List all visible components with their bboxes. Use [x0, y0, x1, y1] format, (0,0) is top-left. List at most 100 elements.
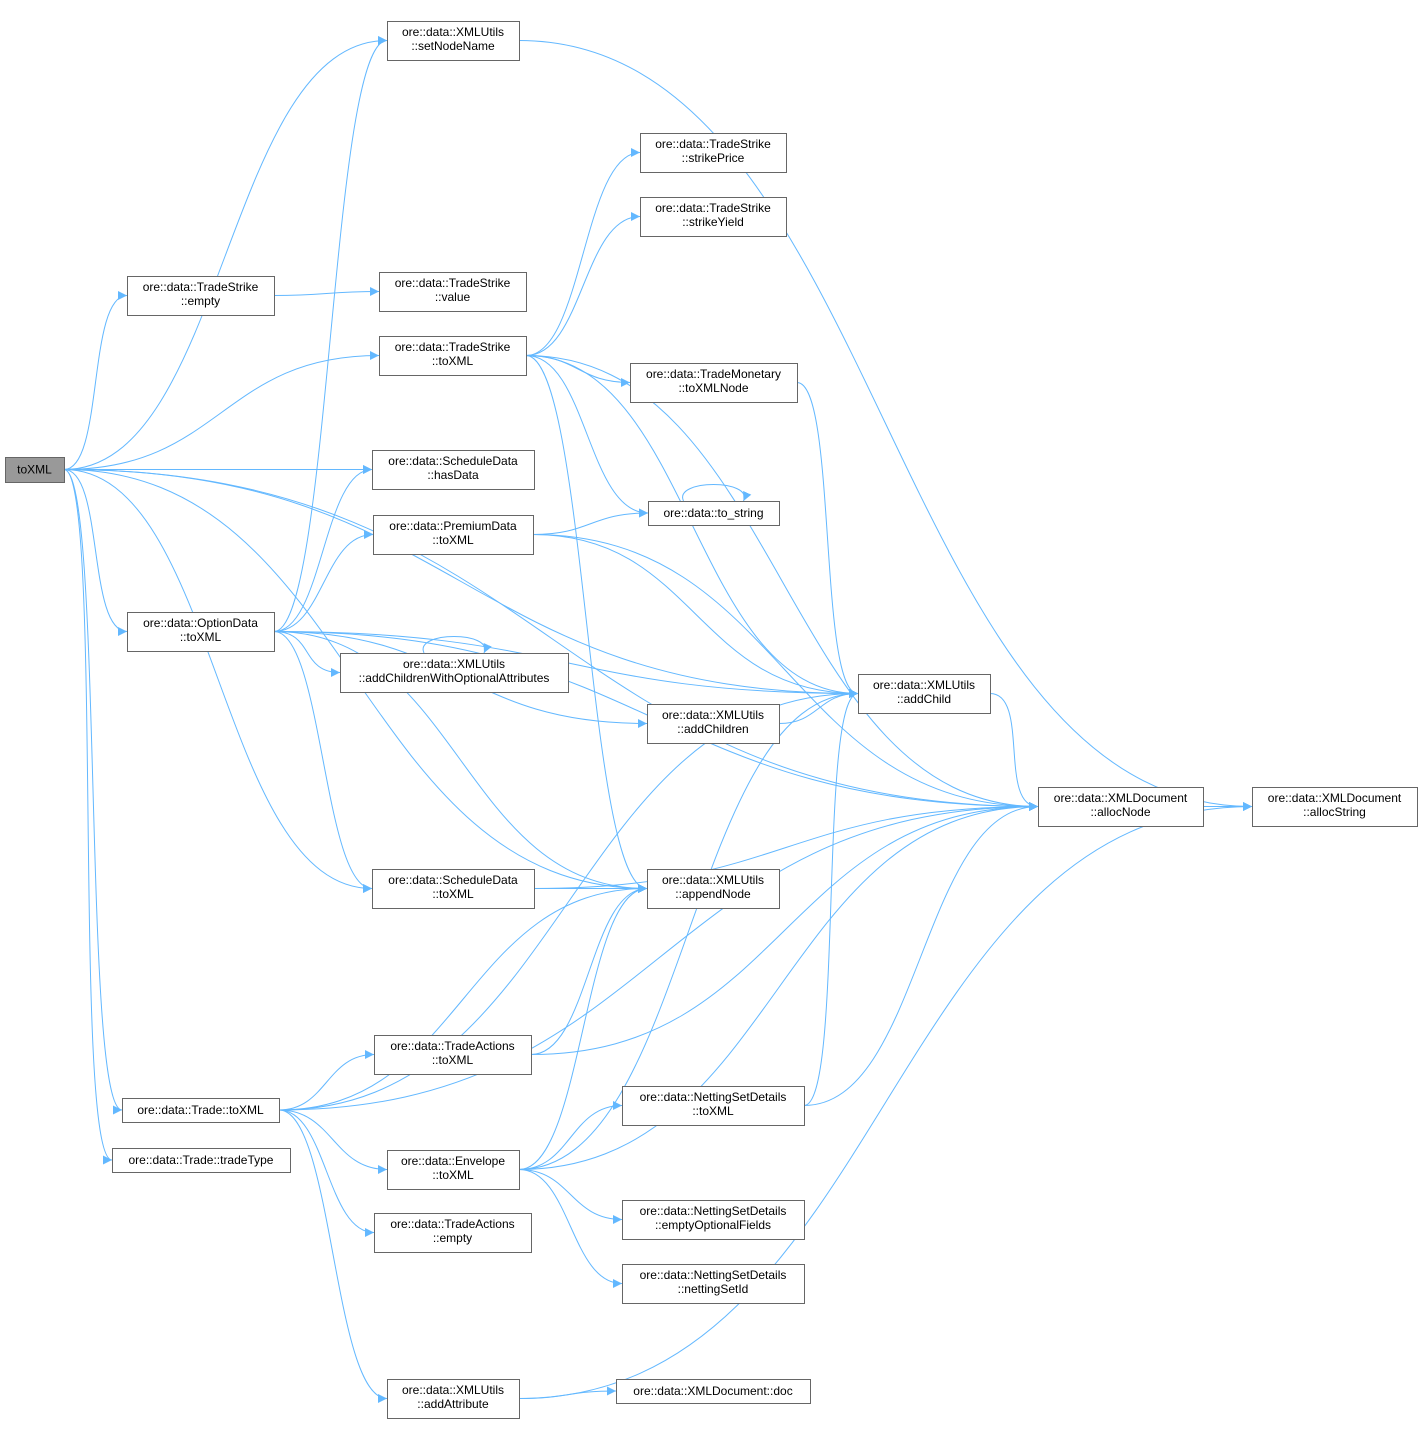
call-edge-addChild-to-allocNode — [989, 693, 1039, 811]
node-label: ore::data::TradeActions — [390, 1217, 514, 1231]
call-edge-addAttribute-to-allocString — [518, 802, 1253, 1399]
node-nsdId[interactable]: ore::data::NettingSetDetails::nettingSet… — [622, 1264, 805, 1304]
node-taEmpty[interactable]: ore::data::TradeActions::empty — [374, 1213, 532, 1253]
call-edge-pdToXML-to-addChild — [532, 534, 859, 698]
call-edge-nsdToXML-to-allocNode — [803, 802, 1039, 1106]
node-box — [379, 336, 527, 376]
call-edge-tsToXML-to-allocNode — [525, 355, 1039, 811]
call-edge-taToXML-to-appendNode — [530, 884, 648, 1055]
call-edge-odToXML-to-sdToXML — [273, 631, 373, 893]
node-label: ore::data::NettingSetDetails — [640, 1090, 787, 1104]
node-doc[interactable]: ore::data::XMLDocument::doc — [616, 1379, 811, 1404]
node-allocNode[interactable]: ore::data::XMLDocument::allocNode — [1038, 787, 1204, 827]
node-box — [647, 869, 780, 909]
node-box — [1038, 787, 1204, 827]
call-edge-odToXML-to-setNodeName — [273, 36, 388, 632]
call-edge-tradeToXML-to-addAttribute — [278, 1109, 388, 1403]
node-box — [374, 1035, 532, 1075]
node-box — [387, 21, 520, 61]
node-label: ore::data::TradeStrike — [395, 340, 511, 354]
node-box — [340, 653, 569, 693]
node-label: ore::data::NettingSetDetails — [640, 1268, 787, 1282]
call-edge-tradeToXML-to-taEmpty — [278, 1109, 375, 1237]
node-setNodeName[interactable]: ore::data::XMLUtils::setNodeName — [387, 21, 520, 61]
node-label: ore::data::TradeStrike — [655, 201, 771, 215]
node-sdHasData[interactable]: ore::data::ScheduleData::hasData — [372, 450, 535, 490]
node-strikeYield[interactable]: ore::data::TradeStrike::strikeYield — [640, 197, 787, 237]
node-tradeType[interactable]: ore::data::Trade::tradeType — [112, 1148, 291, 1173]
call-edge-nsdToXML-to-addChild — [803, 689, 859, 1106]
node-tmToXMLNode[interactable]: ore::data::TradeMonetary::toXMLNode — [630, 363, 798, 403]
call-edge-root-to-sdToXML — [63, 469, 373, 893]
call-edge-tradeToXML-to-taToXML — [278, 1050, 375, 1111]
call-edge-tradeToXML-to-allocNode — [278, 802, 1039, 1111]
node-allocString[interactable]: ore::data::XMLDocument::allocString — [1252, 787, 1418, 827]
node-addAttribute[interactable]: ore::data::XMLUtils::addAttribute — [387, 1379, 520, 1419]
node-label: ore::data::XMLUtils — [873, 678, 975, 692]
node-label: ore::data::ScheduleData — [388, 454, 518, 468]
node-envToXML[interactable]: ore::data::Envelope::toXML — [387, 1150, 520, 1190]
node-addChildren[interactable]: ore::data::XMLUtils::addChildren — [647, 704, 780, 744]
node-label: ::emptyOptionalFields — [655, 1218, 771, 1232]
node-addChild[interactable]: ore::data::XMLUtils::addChild — [858, 674, 991, 714]
node-label: ::toXML — [432, 887, 474, 901]
node-appendNode[interactable]: ore::data::XMLUtils::appendNode — [647, 869, 780, 909]
node-tsValue[interactable]: ore::data::TradeStrike::value — [379, 272, 527, 312]
node-pdToXML[interactable]: ore::data::PremiumData::toXML — [373, 515, 534, 555]
call-edge-odToXML-to-sdHasData — [273, 465, 373, 632]
node-strikePrice[interactable]: ore::data::TradeStrike::strikePrice — [640, 133, 787, 173]
node-nsdEmptyOpt[interactable]: ore::data::NettingSetDetails::emptyOptio… — [622, 1200, 805, 1240]
call-edge-root-to-allocNode — [63, 469, 1039, 811]
node-label: toXML — [17, 463, 52, 477]
node-nsdToXML[interactable]: ore::data::NettingSetDetails::toXML — [622, 1086, 805, 1126]
node-box — [122, 1098, 280, 1123]
node-label: ore::data::NettingSetDetails — [640, 1204, 787, 1218]
node-label: ore::data::PremiumData — [389, 519, 517, 533]
node-box — [1252, 787, 1418, 827]
node-tradeToXML[interactable]: ore::data::Trade::toXML — [122, 1098, 280, 1123]
node-box — [372, 869, 535, 909]
node-box — [379, 272, 527, 312]
node-label: ore::data::XMLDocument::doc — [633, 1384, 792, 1398]
node-toString[interactable]: ore::data::to_string — [648, 501, 780, 526]
node-sdToXML[interactable]: ore::data::ScheduleData::toXML — [372, 869, 535, 909]
node-box — [616, 1379, 811, 1404]
node-label: ::empty — [181, 294, 220, 308]
node-label: ::appendNode — [675, 887, 751, 901]
node-box — [374, 1213, 532, 1253]
node-label: ::toXML — [180, 630, 222, 644]
call-edge-envToXML-to-allocNode — [518, 802, 1039, 1170]
node-box — [647, 704, 780, 744]
node-label: ::strikePrice — [682, 151, 745, 165]
node-taToXML[interactable]: ore::data::TradeActions::toXML — [374, 1035, 532, 1075]
call-edge-envToXML-to-nsdToXML — [518, 1101, 623, 1170]
node-odToXML[interactable]: ore::data::OptionData::toXML — [127, 612, 275, 652]
call-edge-addChildrenOpt-to-addChildrenOpt — [422, 636, 492, 654]
node-label: ore::data::Trade::tradeType — [129, 1153, 274, 1167]
node-label: ore::data::XMLUtils — [403, 657, 505, 671]
node-label: ::addChildren — [677, 722, 748, 736]
node-addChildrenOpt[interactable]: ore::data::XMLUtils::addChildrenWithOpti… — [340, 653, 569, 693]
node-tsToXML[interactable]: ore::data::TradeStrike::toXML — [379, 336, 527, 376]
node-label: ore::data::to_string — [663, 506, 763, 520]
node-box — [372, 450, 535, 490]
node-label: ore::data::XMLUtils — [662, 708, 764, 722]
node-label: ::value — [435, 290, 471, 304]
node-label: ore::data::TradeStrike — [143, 280, 259, 294]
call-edge-root-to-tsToXML — [63, 351, 380, 470]
call-edge-odToXML-to-addChildrenOpt — [273, 631, 341, 677]
call-edge-envToXML-to-appendNode — [518, 884, 648, 1170]
node-root[interactable]: toXML — [5, 457, 65, 483]
call-edge-pdToXML-to-allocNode — [532, 534, 1039, 811]
node-tsEmpty[interactable]: ore::data::TradeStrike::empty — [127, 276, 275, 316]
call-edge-root-to-tradeToXML — [63, 469, 123, 1115]
call-edge-tsToXML-to-appendNode — [525, 355, 648, 893]
node-label: ::toXML — [692, 1104, 734, 1118]
node-label: ::empty — [433, 1231, 472, 1245]
call-edge-toString-to-toString — [682, 484, 752, 502]
node-label: ::toXML — [432, 354, 474, 368]
call-edge-envToXML-to-addChild — [518, 689, 859, 1170]
node-label: ::allocNode — [1090, 805, 1150, 819]
node-box — [622, 1200, 805, 1240]
